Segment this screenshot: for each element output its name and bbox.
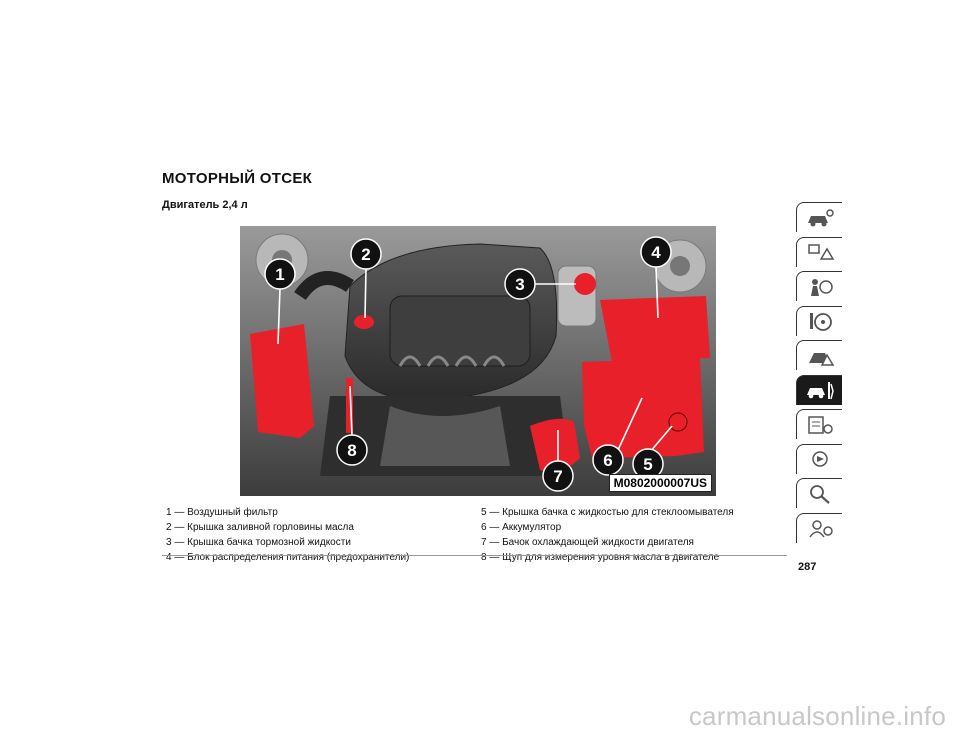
tab-car-key[interactable]: [796, 202, 842, 232]
tab-specifications[interactable]: [796, 409, 842, 439]
car-wrench-icon: [806, 382, 834, 400]
car-key-icon: [807, 208, 834, 226]
callout-8: 8: [336, 434, 368, 466]
engine-compartment-figure: 1 2 3 4 5 6 7 8 M0802000007US: [240, 226, 716, 496]
legend-item: 4 — Блок распределения питания (предохра…: [166, 552, 410, 563]
svg-text:6: 6: [603, 451, 612, 470]
warning-light-icon: [807, 244, 834, 260]
legend-right: 5 — Крышка бачка с жидкостью для стеклоо…: [481, 505, 734, 565]
tab-driving[interactable]: [796, 305, 842, 336]
callout-6: 6: [592, 444, 624, 476]
svg-text:5: 5: [643, 455, 652, 474]
coolant-reservoir-highlight: [530, 418, 580, 473]
svg-text:1: 1: [275, 265, 284, 284]
figure-code: M0802000007US: [608, 474, 712, 492]
legend-item: 1 — Воздушный фильтр: [166, 507, 278, 518]
callout-7: 7: [542, 460, 574, 492]
tab-servicing[interactable]: [796, 374, 842, 405]
air-filter-highlight: [250, 324, 314, 438]
tab-multimedia[interactable]: [796, 443, 842, 474]
legend-left: 1 — Воздушный фильтр 2 — Крышка заливной…: [166, 505, 409, 565]
oil-cap-highlight: [354, 315, 374, 329]
svg-text:8: 8: [347, 441, 356, 460]
spec-list-icon: [807, 415, 833, 434]
power-distribution-highlight: [600, 296, 710, 362]
dipstick-highlight: [346, 378, 353, 433]
legend-item: 3 — Крышка бачка тормозной жидкости: [166, 537, 351, 548]
callout-3: 3: [504, 268, 536, 300]
legend-item: 8 — Щуп для измерения уровня масла в дви…: [481, 552, 720, 563]
page-title: МОТОРНЫЙ ОТСЕК: [162, 170, 313, 187]
section-subtitle: Двигатель 2,4 л: [162, 199, 248, 211]
multimedia-icon: [811, 451, 828, 467]
svg-text:3: 3: [515, 275, 524, 294]
legend-item: 2 — Крышка заливной горловины масла: [166, 522, 354, 533]
svg-text:4: 4: [651, 243, 661, 262]
callout-1: 1: [264, 258, 296, 290]
watermark: carmanualsonline.info: [688, 701, 946, 731]
legend-item: 6 — Аккумулятор: [481, 522, 562, 533]
search-icon: [809, 484, 830, 504]
legend-item: 7 — Бачок охлаждающей жидкости двигателя: [481, 537, 694, 548]
customer-service-icon: [808, 520, 833, 538]
callout-4: 4: [640, 236, 672, 268]
tab-safety[interactable]: [796, 271, 842, 301]
tab-warning-lights[interactable]: [796, 236, 842, 267]
callout-2: 2: [350, 238, 382, 270]
hazard-icon: [808, 352, 834, 366]
tab-index[interactable]: [796, 478, 842, 508]
chapter-tabs: [796, 202, 842, 547]
page-number: 287: [798, 561, 817, 573]
steering-wheel-icon: [809, 313, 832, 331]
tab-customer-assistance[interactable]: [796, 512, 842, 543]
footer-divider: [162, 555, 787, 556]
battery-highlight: [582, 358, 704, 458]
legend-item: 5 — Крышка бачка с жидкостью для стеклоо…: [481, 507, 734, 518]
engine-photo: 1 2 3 4 5 6 7 8: [240, 226, 716, 496]
tab-emergency[interactable]: [796, 340, 842, 370]
svg-text:7: 7: [553, 467, 562, 486]
airbag-icon: [810, 278, 833, 296]
svg-text:2: 2: [361, 245, 370, 264]
brake-fluid-cap-highlight: [574, 273, 596, 295]
washer-cap-highlight: [668, 412, 688, 432]
